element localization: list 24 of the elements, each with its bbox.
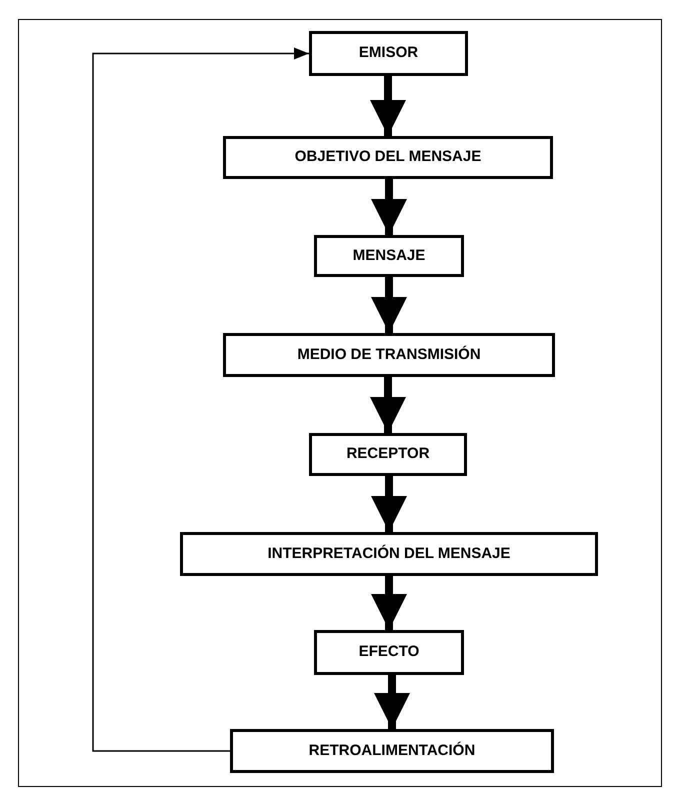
box-label: INTERPRETACIÓN DEL MENSAJE (268, 544, 510, 564)
thick-arrow (374, 675, 410, 729)
process-box (180, 532, 598, 576)
process-box (223, 333, 555, 377)
thick-arrow (370, 76, 406, 136)
box-label: MEDIO DE TRANSMISIÓN (297, 344, 481, 365)
thick-arrow (371, 476, 407, 532)
thick-arrow (371, 576, 407, 630)
process-box (309, 433, 467, 476)
box-label: EFECTO (358, 642, 420, 662)
thick-arrow (371, 179, 407, 235)
thick-arrow (370, 377, 406, 433)
box-label: RECEPTOR (346, 444, 430, 464)
box-label: RETROALIMENTACIÓN (308, 740, 476, 761)
box-label: OBJETIVO DEL MENSAJE (294, 147, 482, 168)
process-box (314, 235, 464, 277)
thick-arrow (371, 277, 407, 333)
process-box (223, 136, 553, 179)
box-label: EMISOR (358, 43, 418, 64)
feedback-arrow (92, 48, 309, 752)
box-label: MENSAJE (352, 246, 426, 266)
process-box (230, 729, 554, 773)
process-box (314, 630, 464, 675)
process-box (309, 31, 468, 76)
